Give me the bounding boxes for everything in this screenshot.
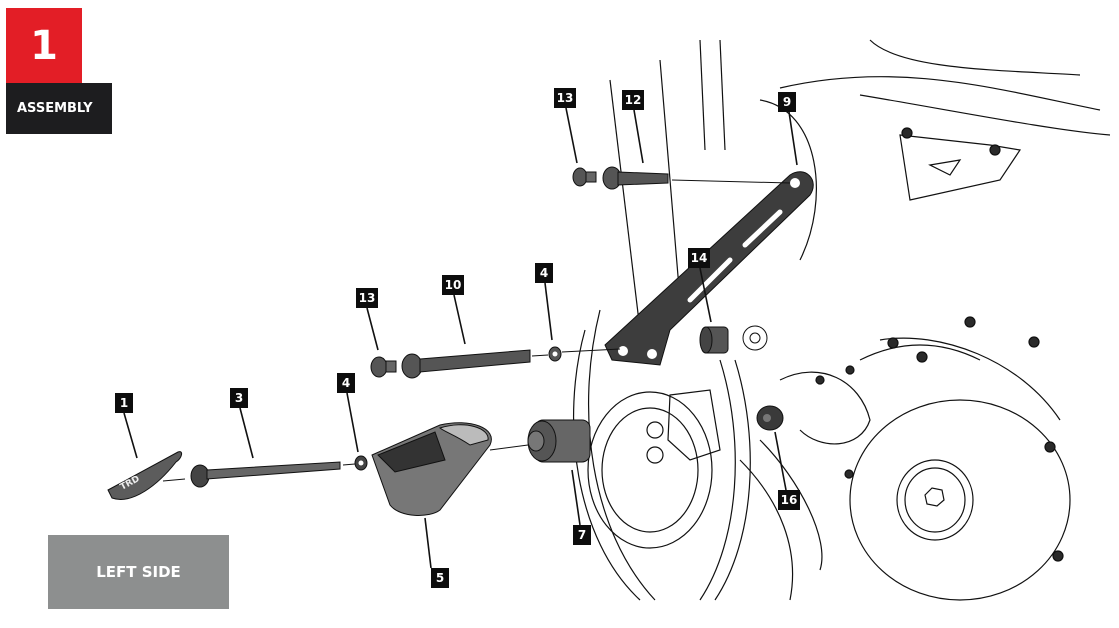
callout-part-4: 4	[535, 263, 553, 283]
hex-plug	[924, 487, 945, 507]
long-bolt-part-3	[190, 461, 341, 488]
bolt-part-12	[602, 166, 669, 190]
brake-disc	[587, 391, 713, 549]
callout-part-16: 16	[778, 490, 800, 510]
callout-part-4: 4	[337, 373, 355, 393]
assembly-line	[561, 348, 621, 353]
washer-part-4-mid	[548, 346, 562, 362]
callout-part-9: 9	[778, 92, 796, 112]
frame-rail	[779, 76, 1101, 111]
callout-part-13: 13	[554, 88, 576, 108]
bracket-part-9	[604, 171, 814, 366]
fork-leg	[609, 79, 641, 331]
callout-part-10: 10	[442, 275, 464, 295]
step-title: ASSEMBLY	[6, 83, 112, 134]
bolt-part-10	[401, 349, 531, 379]
nut-part-16	[756, 405, 784, 431]
motorcycle-line-art	[573, 39, 1111, 601]
callout-part-14: 14	[688, 248, 710, 268]
callout-part-7: 7	[573, 525, 591, 545]
spacer-part-7	[527, 419, 591, 463]
front-tire	[573, 329, 641, 601]
washer-part-4-low	[354, 455, 368, 471]
spacer-part-14	[699, 325, 768, 354]
slider-body-part-5	[371, 422, 492, 516]
logo-cap-part-1: TRD	[107, 451, 183, 500]
callout-part-5: 5	[431, 568, 449, 588]
callout-part-12: 12	[622, 90, 644, 110]
engine-mount-plate	[899, 134, 1022, 201]
leader-lines	[123, 107, 798, 569]
callout-part-3: 3	[230, 388, 248, 408]
step-number-badge: 1	[6, 8, 82, 83]
side-label: LEFT SIDE	[48, 535, 229, 609]
callout-part-1: 1	[115, 393, 133, 413]
assembly-line	[671, 179, 791, 184]
brake-caliper	[667, 389, 721, 461]
callout-part-13: 13	[356, 288, 378, 308]
cap-part-13-top	[572, 167, 597, 187]
engine-cover	[849, 399, 1071, 601]
engine-bolts	[815, 127, 1064, 562]
cap-part-13-mid	[370, 356, 397, 378]
